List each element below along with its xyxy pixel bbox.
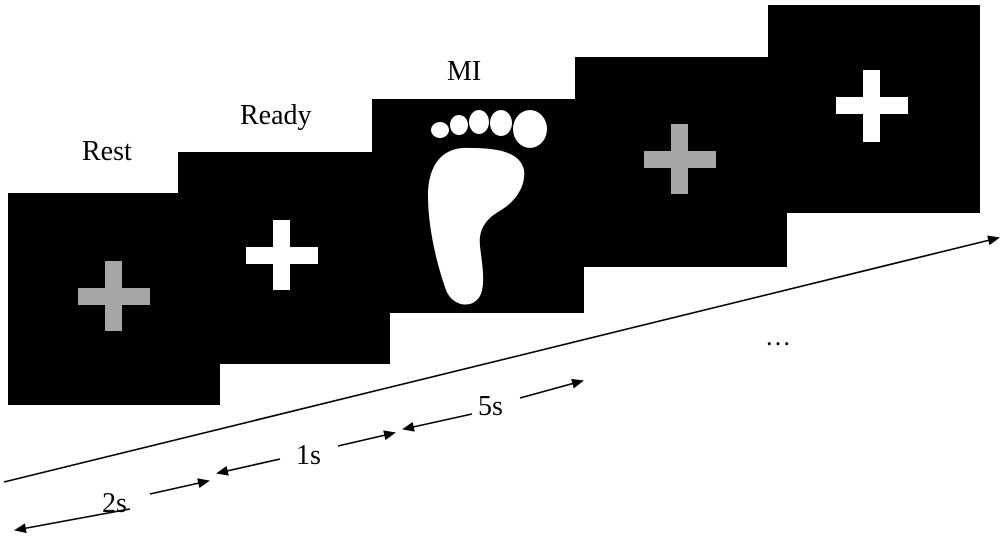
time-axis-arrow: [3, 235, 1000, 483]
stage-label-ready: Ready: [240, 100, 312, 131]
duration-label-2s: 2s: [102, 488, 127, 519]
duration-arrow-1s: [216, 430, 396, 476]
duration-label-1s: 1s: [296, 440, 321, 471]
stage-label-mi: MI: [447, 56, 481, 87]
stage-label-rest: Rest: [82, 136, 132, 167]
cross-icon: [78, 261, 150, 331]
foot-icon: [428, 110, 547, 305]
duration-arrow-5s: [402, 378, 584, 432]
cross-icon: [644, 124, 716, 194]
cross-icon: [246, 220, 318, 290]
cross-icon: [836, 70, 908, 142]
duration-arrow-2s: [14, 478, 210, 534]
continuation-ellipsis: …: [765, 322, 791, 351]
duration-label-5s: 5s: [478, 391, 503, 422]
